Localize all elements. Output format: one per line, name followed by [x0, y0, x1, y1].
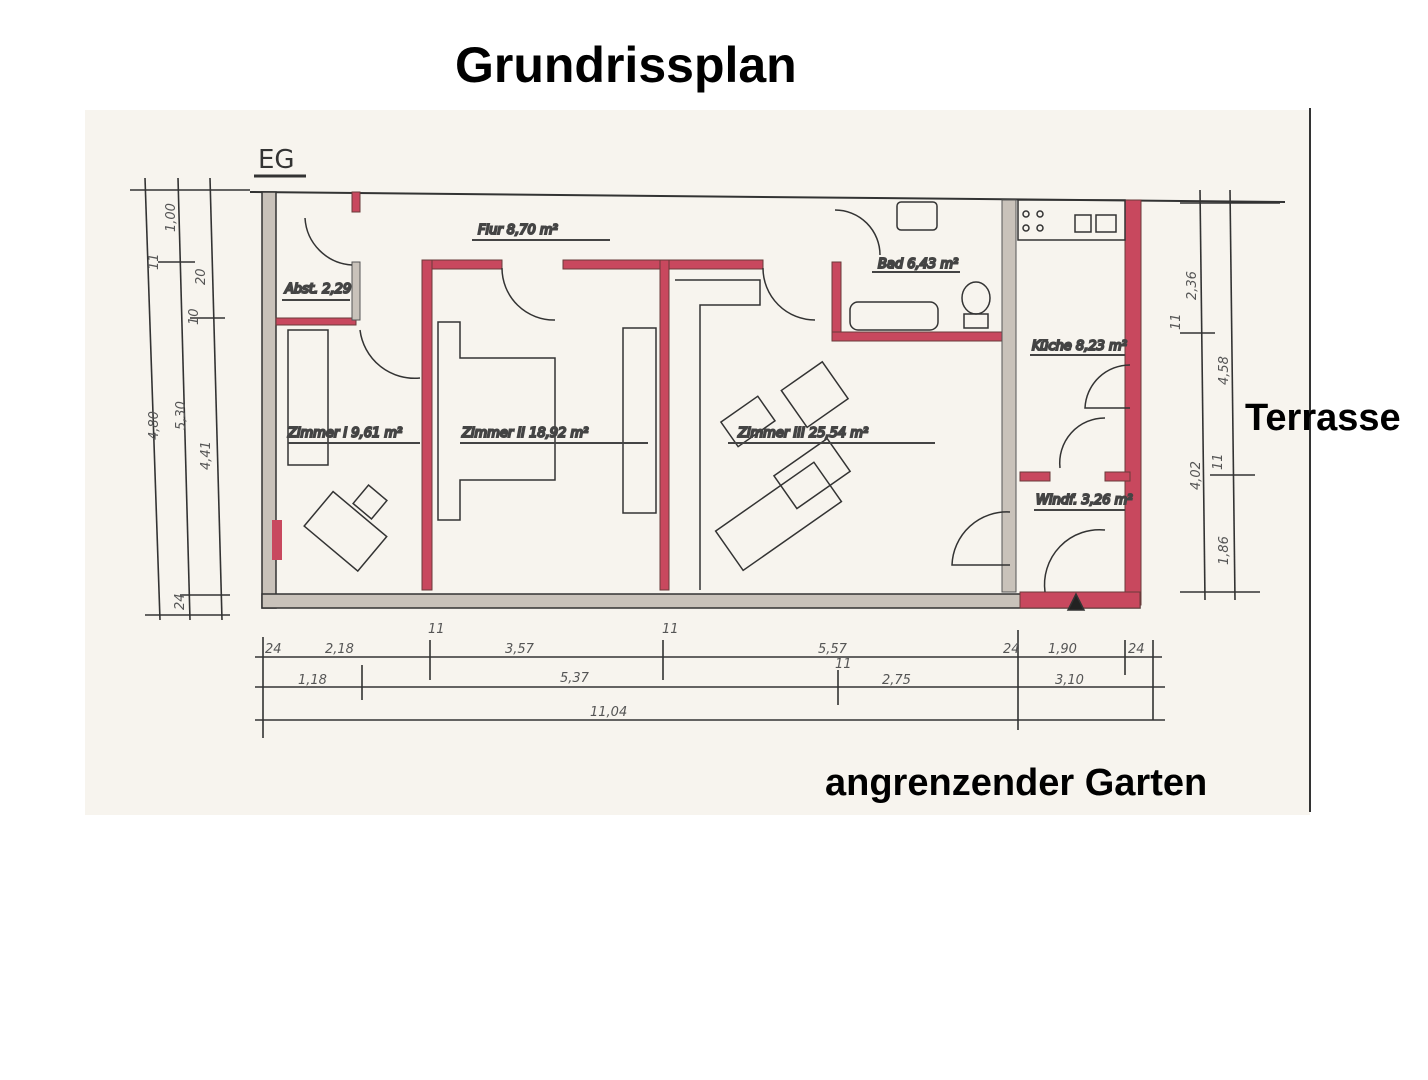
- svg-text:Küche 8,23 m²: Küche 8,23 m²: [1032, 339, 1127, 354]
- svg-text:1,18: 1,18: [298, 673, 327, 688]
- svg-text:24: 24: [1003, 642, 1020, 657]
- room-zimmer-2: Zimmer II 18,92 m²: [460, 425, 648, 444]
- svg-text:11: 11: [1211, 453, 1226, 470]
- svg-text:Flur 8,70 m²: Flur 8,70 m²: [478, 223, 558, 238]
- floor-label-eg: EG: [254, 145, 306, 178]
- svg-text:2,36: 2,36: [1185, 271, 1200, 300]
- bearing-walls: [275, 191, 1142, 609]
- svg-text:1,00: 1,00: [164, 203, 179, 232]
- svg-text:4,41: 4,41: [199, 441, 214, 470]
- garden-label: angrenzender Garten: [825, 762, 1208, 804]
- paper-sheet: [85, 110, 1310, 815]
- svg-text:24: 24: [1128, 642, 1145, 657]
- furniture: [287, 199, 1126, 611]
- svg-text:24: 24: [265, 642, 282, 657]
- svg-text:1,90: 1,90: [1048, 642, 1077, 657]
- svg-text:EG: EG: [258, 145, 295, 175]
- left-dimension-labels: 1,00 11 20 10 4,80 5,30 4,41 24: [147, 203, 214, 610]
- room-zimmer-1: Zimmer I 9,61 m²: [286, 425, 420, 444]
- svg-text:4,80: 4,80: [147, 411, 162, 440]
- svg-text:Windf. 3,26 m²: Windf. 3,26 m²: [1036, 493, 1133, 508]
- svg-text:24: 24: [173, 593, 188, 610]
- svg-text:3,57: 3,57: [505, 642, 535, 657]
- partition-walls: [351, 199, 1017, 593]
- svg-text:5,57: 5,57: [818, 642, 848, 657]
- svg-text:Zimmer III 25,54 m²: Zimmer III 25,54 m²: [737, 426, 868, 441]
- terrace-label: Terrasse: [1245, 397, 1401, 439]
- bottom-dimensions: [255, 630, 1165, 738]
- left-dimensions: [130, 177, 250, 621]
- door-swings: [304, 209, 1131, 593]
- svg-text:2,75: 2,75: [882, 673, 911, 688]
- room-abst: Abst. 2,29: [282, 281, 352, 301]
- svg-text:Zimmer II 18,92 m²: Zimmer II 18,92 m²: [461, 426, 588, 441]
- svg-text:3,10: 3,10: [1055, 673, 1084, 688]
- svg-text:4,02: 4,02: [1189, 461, 1204, 490]
- svg-text:Zimmer I 9,61 m²: Zimmer I 9,61 m²: [287, 426, 402, 441]
- room-flur: Flur 8,70 m²: [472, 222, 610, 241]
- bottom-dimension-labels: 24 2,18 11 3,57 11 5,57 24 1,90 24 1,18 …: [265, 622, 1145, 720]
- right-dimension-labels: 2,36 11 4,58 4,02 11 1,86: [1169, 271, 1232, 565]
- svg-text:10: 10: [187, 308, 202, 325]
- svg-text:2,18: 2,18: [325, 642, 354, 657]
- svg-text:11,04: 11,04: [590, 705, 627, 720]
- room-windfang: Windf. 3,26 m²: [1034, 492, 1134, 511]
- outer-walls: [249, 191, 1286, 609]
- svg-text:11: 11: [835, 657, 852, 672]
- room-labels: Flur 8,70 m² Abst. 2,29 Zimmer I 9,61 m²…: [282, 222, 1134, 511]
- svg-text:20: 20: [194, 268, 209, 285]
- svg-text:11: 11: [428, 622, 445, 637]
- room-bad: Bad 6,43 m²: [872, 256, 960, 273]
- svg-text:11: 11: [147, 253, 162, 270]
- svg-text:11: 11: [1169, 313, 1184, 330]
- right-dimensions: [1180, 189, 1280, 601]
- svg-text:11: 11: [662, 622, 679, 637]
- room-zimmer-3: Zimmer III 25,54 m²: [728, 425, 935, 444]
- room-kueche: Küche 8,23 m²: [1030, 338, 1128, 356]
- page-title: Grundrissplan: [455, 37, 797, 93]
- svg-text:Abst. 2,29: Abst. 2,29: [284, 282, 351, 297]
- svg-text:Bad 6,43 m²: Bad 6,43 m²: [878, 257, 958, 272]
- svg-text:5,30: 5,30: [174, 401, 189, 430]
- svg-text:5,37: 5,37: [560, 671, 590, 686]
- svg-text:1,86: 1,86: [1217, 536, 1232, 565]
- svg-text:4,58: 4,58: [1217, 356, 1232, 385]
